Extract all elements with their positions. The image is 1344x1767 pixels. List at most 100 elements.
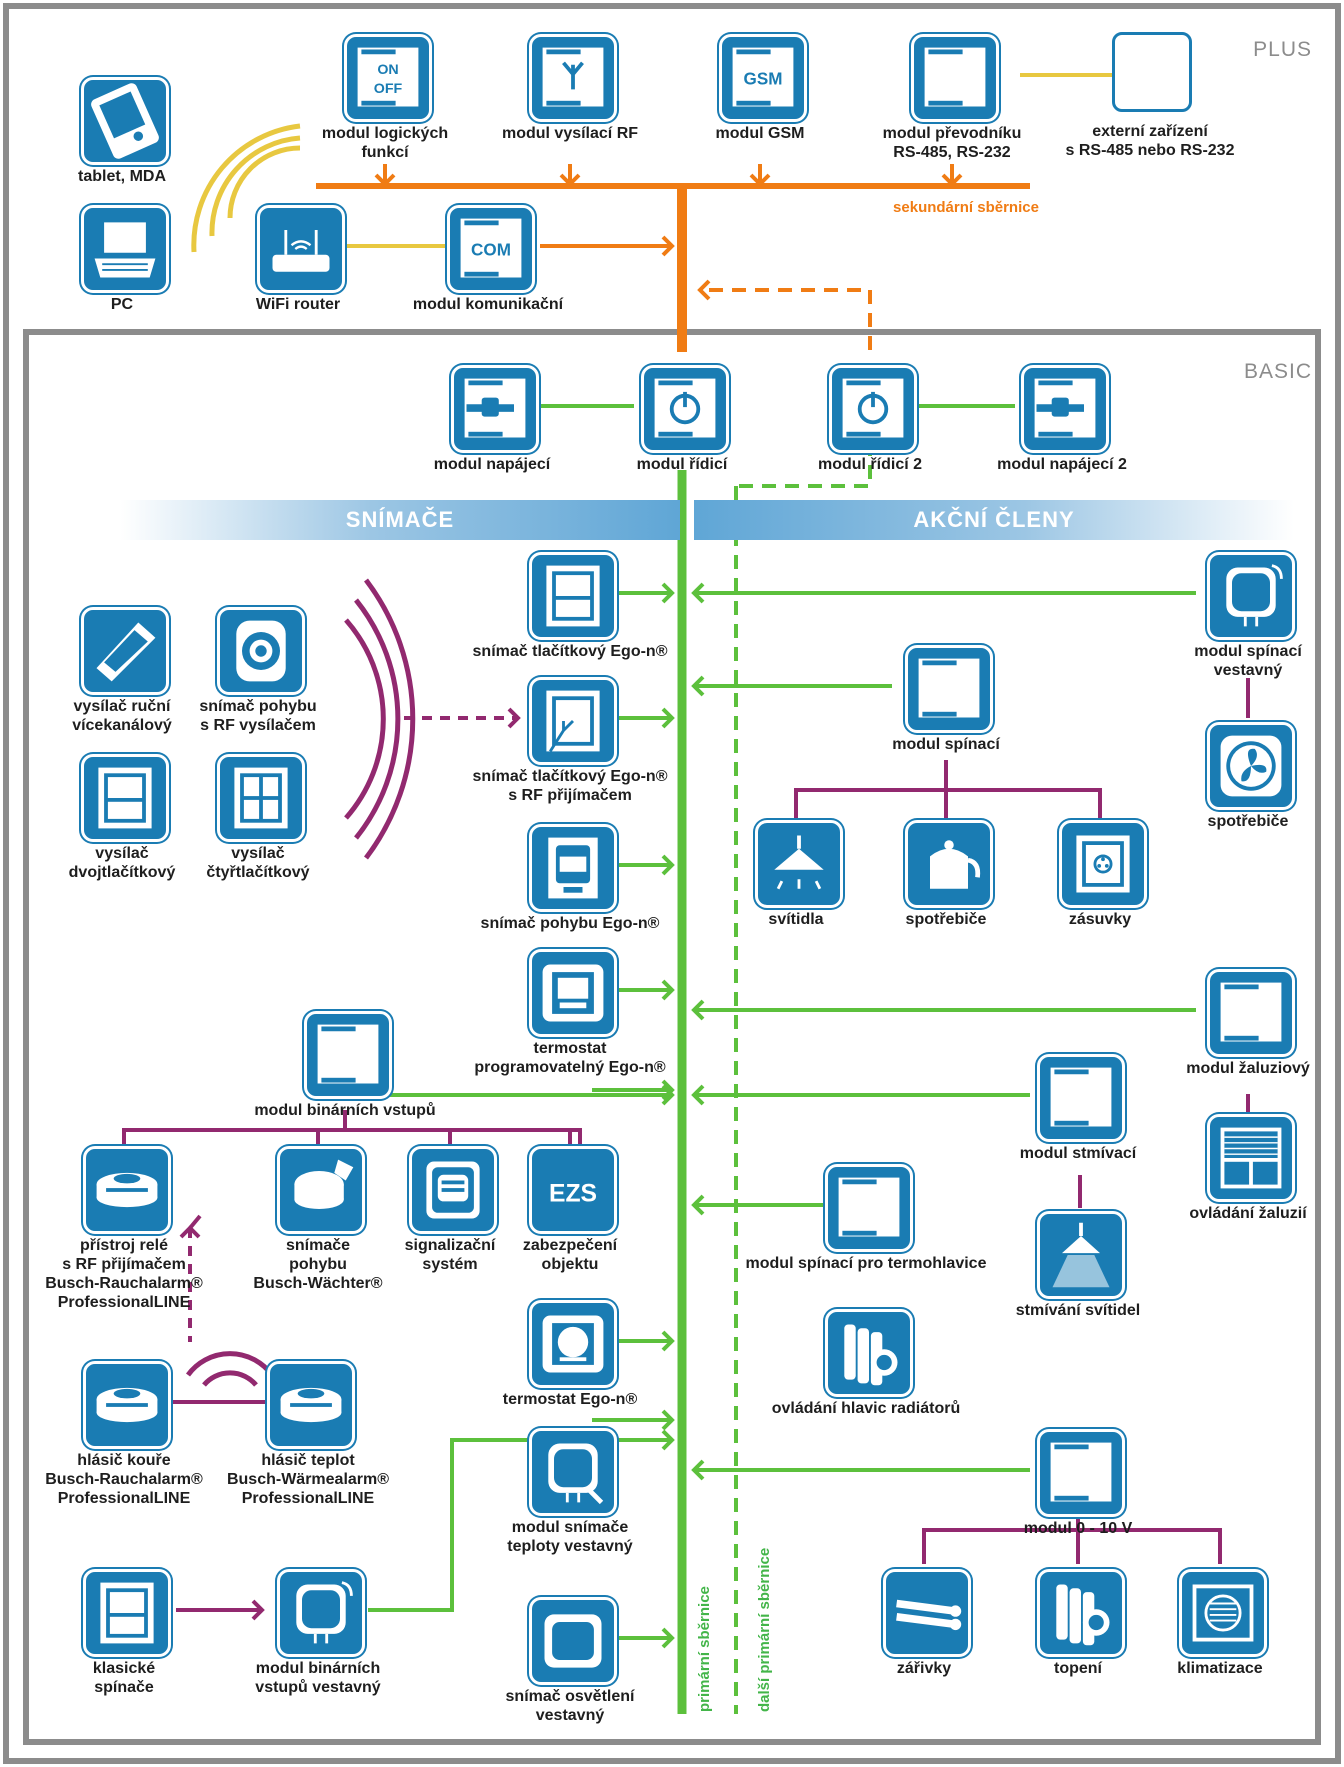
label-line: snímač osvětlení <box>505 1688 635 1705</box>
label-line: klimatizace <box>1177 1660 1263 1677</box>
blinds-icon <box>1220 1127 1282 1189</box>
label-line: vícekanálový <box>72 717 172 734</box>
wifi-router-label: WiFi router <box>256 295 340 314</box>
section-label-plus: PLUS <box>1253 38 1312 61</box>
label-line: snímač pohybu Ego-n® <box>480 915 660 932</box>
pc-label: PC <box>111 295 133 314</box>
button4-icon <box>234 767 288 829</box>
smoke-detector-tile <box>83 1361 171 1449</box>
ac-tile <box>1179 1569 1267 1657</box>
plus-frame <box>3 3 1341 1764</box>
appliances-label: spotřebiče <box>906 910 987 929</box>
label-line: modul snímače <box>511 1519 629 1536</box>
wifi-wave-3 <box>191 123 301 253</box>
thermostat-label: termostat Ego-n® <box>503 1390 637 1409</box>
analog-module-distribution-line <box>922 1528 1222 1564</box>
motion-rf-transmitter-label: snímač pohybu s RF vysílačem <box>199 697 316 735</box>
heating-tile <box>1037 1569 1125 1657</box>
appliances-tile <box>905 820 993 908</box>
arrow-head <box>749 173 771 187</box>
four-button-transmitter-tile <box>217 754 305 842</box>
thermo-icon <box>542 1315 604 1373</box>
communication-module-tile: COM <box>447 205 535 293</box>
module-icon <box>1050 1067 1112 1127</box>
button-icon <box>98 767 152 829</box>
detector-wave-2 <box>185 1351 275 1377</box>
label-line: modul logických <box>321 125 449 142</box>
kettle-icon <box>930 840 981 889</box>
basic-frame <box>23 329 1321 1745</box>
wifi-icon <box>272 230 330 272</box>
button-icon <box>100 1582 154 1644</box>
arrow-head <box>691 999 705 1021</box>
label-line: modul komunikační <box>412 296 564 313</box>
label-line: signalizační <box>404 1237 496 1254</box>
control-module-tile <box>641 365 729 453</box>
switch-module-tile <box>905 645 993 733</box>
gsm-module-label: modul GSM <box>716 124 805 143</box>
label-line: modul řídicí 2 <box>817 456 923 473</box>
label-line: snímač pohybu <box>199 698 317 715</box>
detector-wave-1 <box>202 1370 258 1387</box>
blind-control-label: ovládání žaluzií <box>1189 1204 1306 1223</box>
label-line: modul řídicí <box>636 456 728 473</box>
label-line: ovládání žaluzií <box>1189 1205 1307 1222</box>
primary-bus-label: primární sběrnice <box>696 1586 713 1712</box>
label-line: systém <box>422 1256 478 1273</box>
push-button-rf-label: snímač tlačítkový Ego-n®s RF přijímačem <box>473 767 668 805</box>
label-line: vysílač <box>231 845 285 862</box>
label-line: přístroj relé <box>79 1237 169 1254</box>
emb-icon <box>296 1581 353 1644</box>
light-icon <box>544 1614 602 1668</box>
rf-wave-1 <box>344 618 386 820</box>
arrow-head <box>691 1084 705 1106</box>
power-module-2-label: modul napájecí 2 <box>997 455 1127 474</box>
thermostat-tile <box>529 1300 617 1388</box>
radiator-heads-label: ovládání hlavic radiátorů <box>772 1399 961 1418</box>
label-line: modul spínací <box>1194 643 1302 660</box>
two-button-transmitter-tile <box>81 754 169 842</box>
label-line: zásuvky <box>1068 911 1132 928</box>
arrow-head <box>374 173 396 187</box>
lampbeam-icon <box>1052 1222 1110 1288</box>
label-line: ProfessionalLINE <box>241 1490 375 1507</box>
fluorescent-label: zářivky <box>897 1659 951 1678</box>
label-line: topení <box>1054 1660 1102 1677</box>
head-switch-module-tile <box>825 1164 913 1252</box>
label-line: modul binárních <box>255 1660 381 1677</box>
label-line: s RF vysílačem <box>200 717 316 734</box>
button-icon <box>546 565 600 627</box>
head-switch-module-label: modul spínací pro termohlavice <box>746 1254 987 1273</box>
label-line: Busch-Wärmealarm® <box>226 1471 390 1488</box>
label-line: snímač tlačítkový Ego-n® <box>472 768 668 785</box>
socket-icon <box>1076 835 1130 893</box>
light-sensor-tile <box>529 1597 617 1685</box>
arrow-head <box>697 279 711 301</box>
prog-thermostat-tile <box>529 949 617 1037</box>
label-line: WiFi router <box>255 296 341 313</box>
smoke-icon <box>96 1387 158 1423</box>
label-line: snímače <box>285 1237 351 1254</box>
label-line: teploty vestavný <box>507 1538 633 1555</box>
label-line: ProfessionalLINE <box>57 1490 191 1507</box>
label-line: ovládání hlavic radiátorů <box>771 1400 961 1417</box>
power-icon <box>1034 378 1096 438</box>
label-line: spínače <box>94 1679 154 1696</box>
label-line: s RS-485 nebo RS-232 <box>1065 142 1235 159</box>
label-line: programovatelný Ego-n® <box>474 1059 666 1076</box>
external-device-box <box>1112 32 1192 112</box>
binary-embedded-tile <box>277 1569 365 1657</box>
module-icon <box>924 47 986 107</box>
arrow-head <box>661 235 675 257</box>
label-line: modul spínací pro termohlavice <box>745 1255 987 1272</box>
buttonrf-icon <box>546 690 600 753</box>
ezs-icon: EZS <box>542 1159 604 1221</box>
temp-sensor-tile <box>529 1428 617 1516</box>
